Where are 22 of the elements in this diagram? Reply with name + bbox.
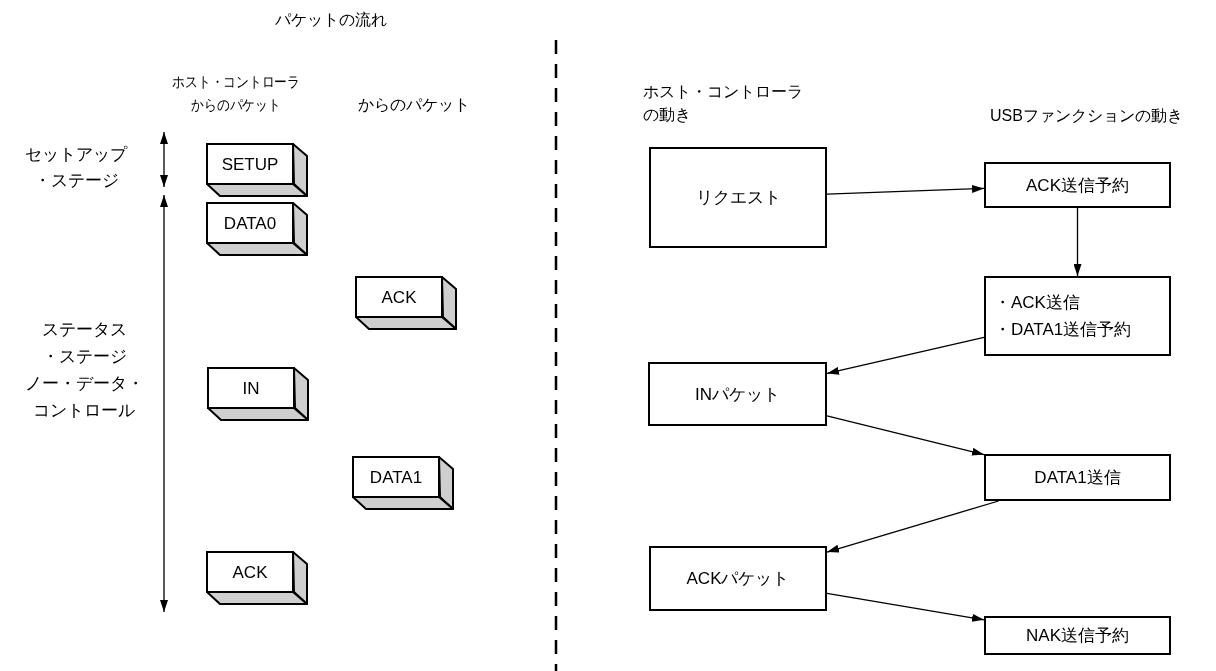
process-box: ACKパケット [649,546,827,611]
process-box: DATA1送信 [984,454,1171,501]
title: パケットの流れ [275,10,387,30]
arrow [826,592,985,622]
column-header: ホスト・コントローラの動き [643,82,803,125]
column-header: からのパケット [358,95,470,115]
column-header: ホスト・コントローラからのパケット [172,72,300,115]
bullet-item: ・DATA1送信予約 [994,319,1132,341]
arrow [1073,207,1082,277]
arrow [826,500,1000,553]
process-box [984,276,1171,356]
arrow [826,336,985,375]
stage-label: セットアップ・ステージ [25,144,127,192]
column-header: USBファンクションの動き [990,106,1183,126]
process-box: リクエスト [649,147,827,248]
process-box: ACK送信予約 [984,162,1171,208]
process-box: NAK送信予約 [984,616,1171,655]
arrow [826,184,985,195]
stage-label: ステータス・ステージノー・データ・コントロール [24,319,144,422]
bullet-item: ・ACK送信 [994,291,1080,314]
process-box: INパケット [648,362,827,426]
arrow [826,415,985,456]
